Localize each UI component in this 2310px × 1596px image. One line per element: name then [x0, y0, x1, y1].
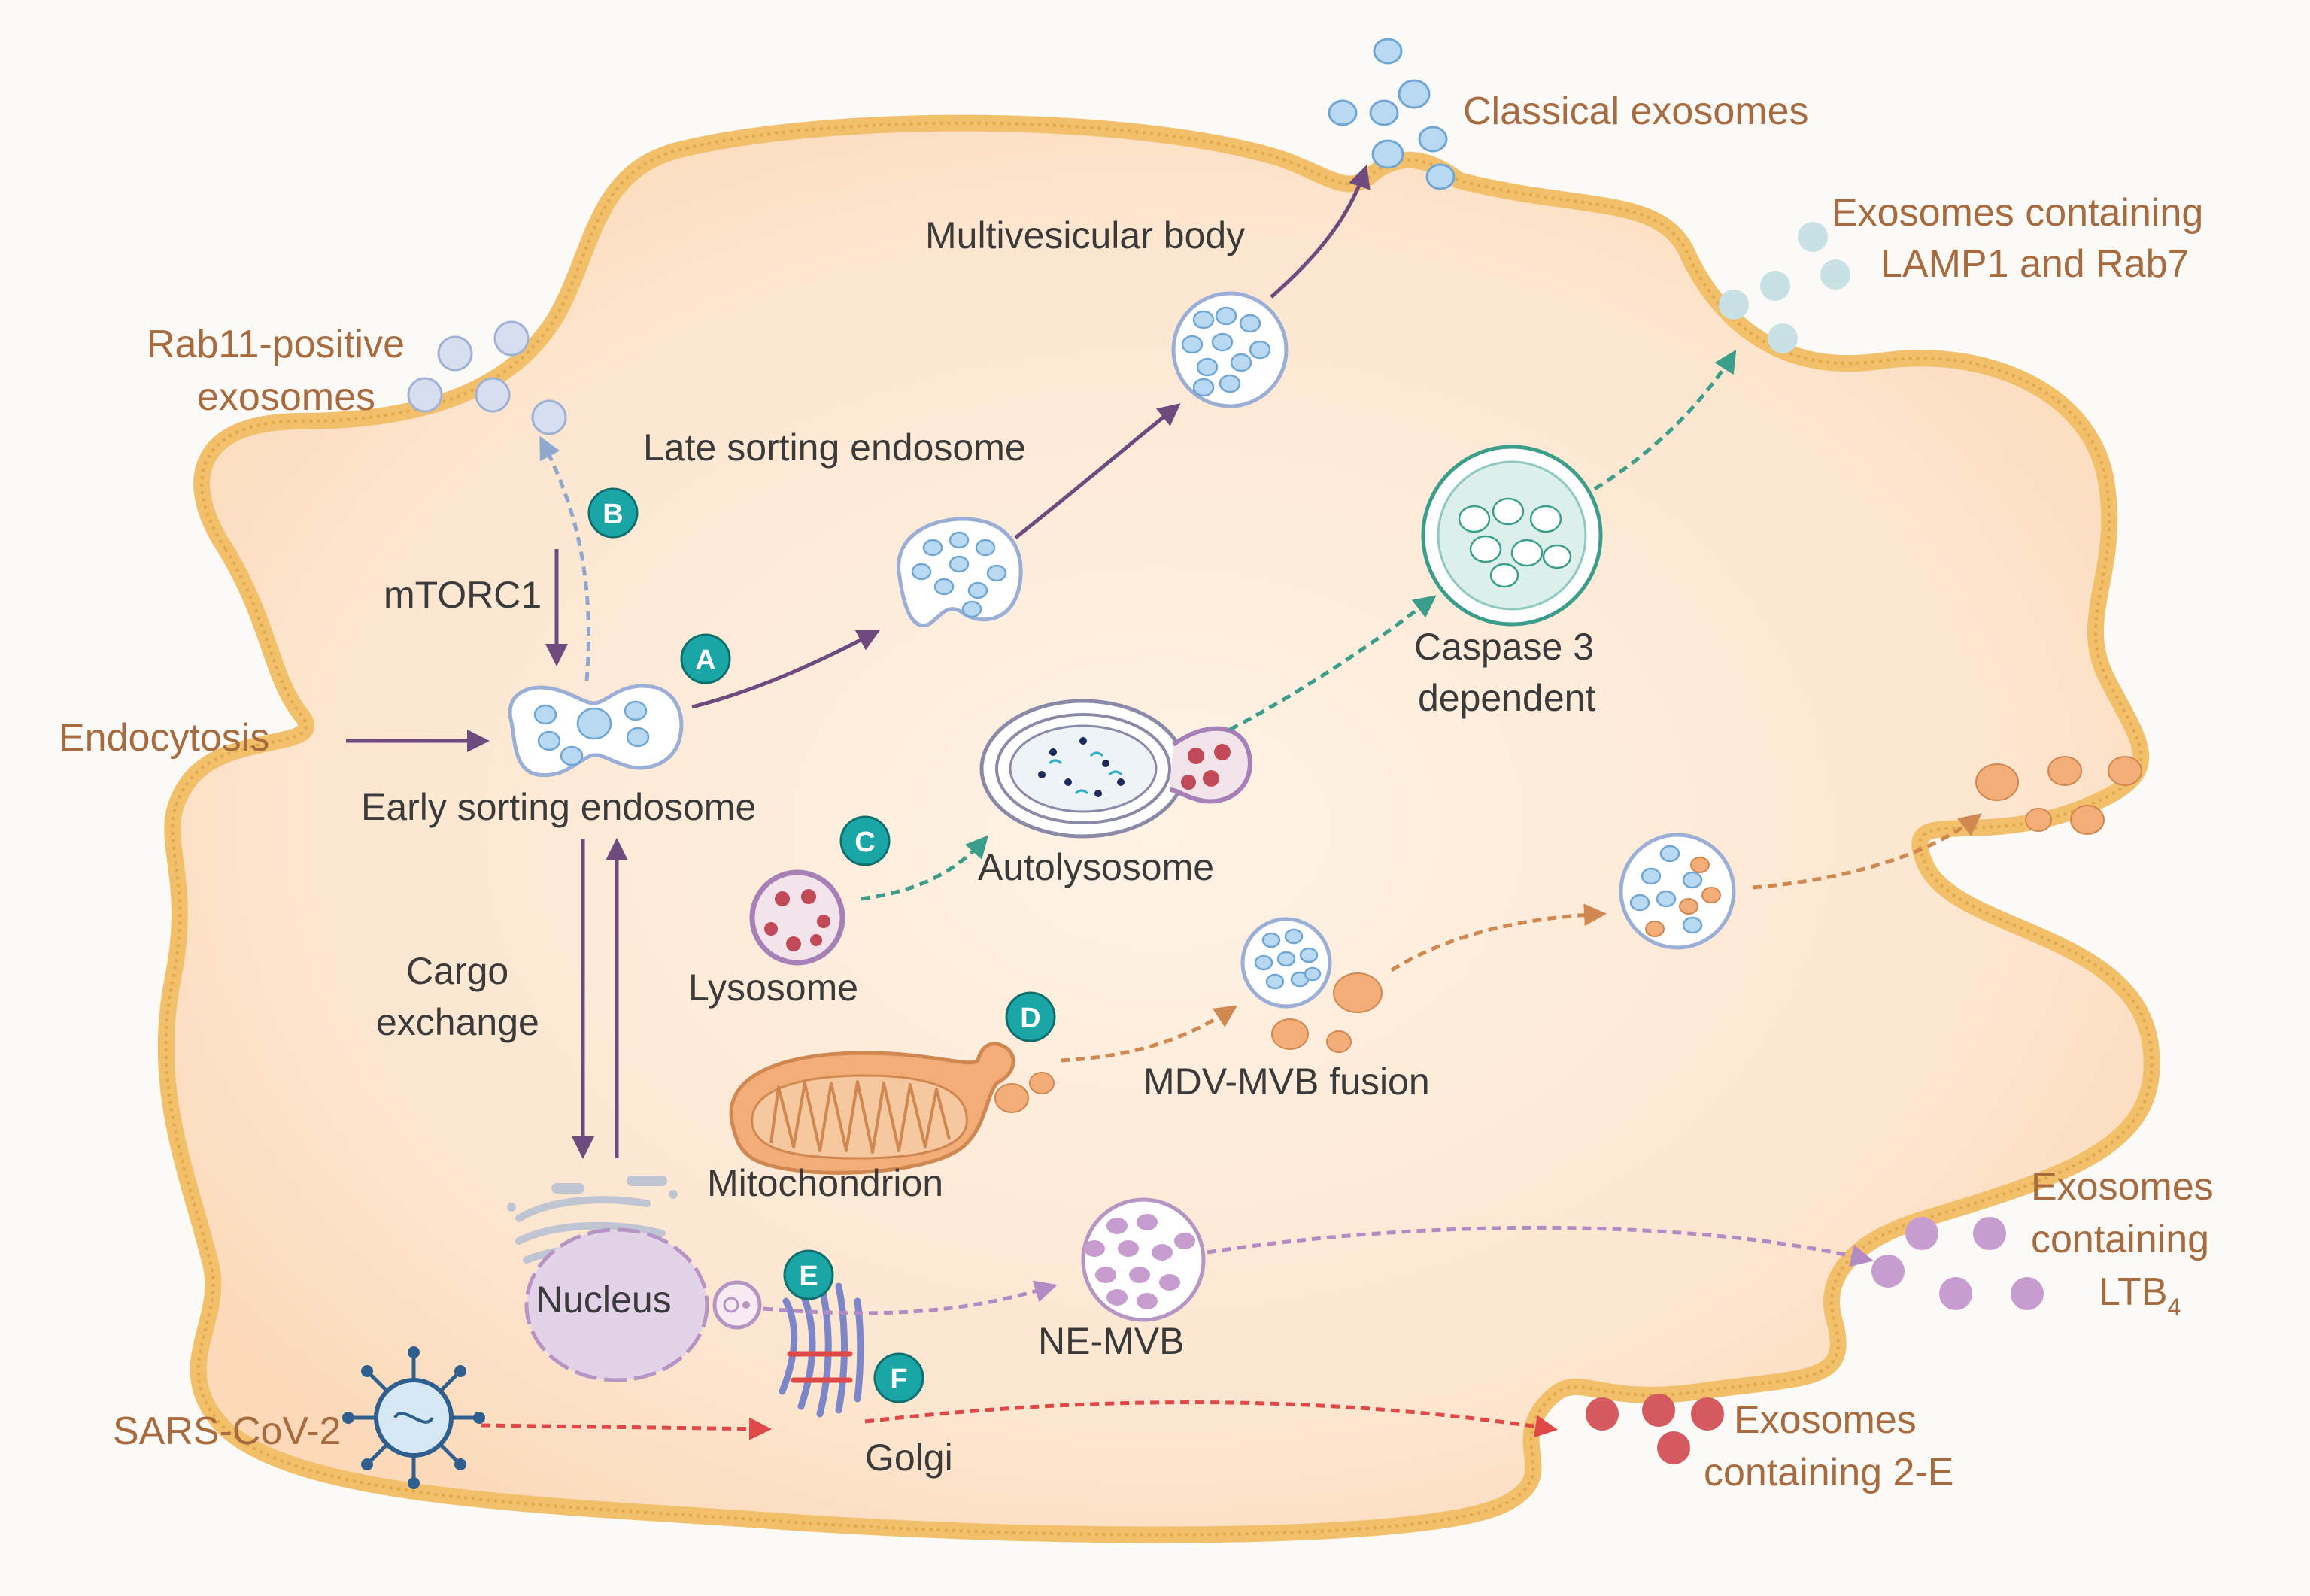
autolysosome-to-caspase-arrow [1228, 595, 1437, 732]
arrows [346, 165, 1982, 1440]
badge-b: B [587, 487, 639, 539]
late-sorting-endosome-label: Late sorting endosome [643, 426, 1026, 469]
nucleus-label: Nucleus [536, 1279, 672, 1321]
nucleus [524, 1227, 709, 1382]
early-sorting-endosome [508, 684, 684, 778]
badge-e: E [783, 1249, 834, 1300]
autolysosome [979, 699, 1252, 839]
early-sorting-endosome-label: Early sorting endosome [361, 786, 756, 828]
lysosome [749, 869, 845, 966]
lamp1-label-line2: LAMP1 and Rab7 [1880, 242, 2190, 286]
mtorc1-label: mTORC1 [384, 574, 542, 616]
cargo-label-line2: exchange [376, 1001, 539, 1043]
twoe-label-line2: containing 2-E [1704, 1451, 1953, 1494]
ltb4-label-ltb: LTB [2099, 1270, 2168, 1314]
cargo-label-line1: Cargo [406, 950, 508, 992]
badge-c: C [839, 815, 891, 866]
caspase-label-line2: dependent [1418, 677, 1595, 719]
badge-a: A [680, 633, 731, 684]
mdv-to-mvb-arrow [1390, 903, 1607, 972]
mvb-to-exosomes-arrow [1270, 165, 1371, 299]
svg-text:D: D [1020, 1003, 1040, 1034]
svg-text:A: A [695, 645, 715, 676]
caspase-label-line1: Caspase 3 [1414, 626, 1594, 668]
ltb4-label-line2: containing [2031, 1218, 2209, 1261]
svg-text:E: E [799, 1261, 818, 1292]
ltb4-exosomes-cluster [1871, 1217, 2044, 1310]
endocytosis-label: Endocytosis [59, 716, 269, 760]
nuclear-envelope-vesicle [712, 1280, 762, 1330]
mvb-to-orange-exosomes-arrow [1752, 813, 1982, 890]
late-to-mvb-arrow [1014, 403, 1181, 539]
golgi-to-twoe-arrow [864, 1400, 1558, 1438]
virus-to-golgi-arrow [481, 1417, 772, 1440]
mature-mvb-mdv [1619, 833, 1736, 950]
rab11-arrow [539, 435, 590, 681]
ne-mvb-label: NE-MVB [1038, 1320, 1184, 1362]
lamp1-exosomes-cluster [1719, 222, 1850, 353]
svg-text:F: F [890, 1364, 907, 1395]
nemvb-to-ltb4-arrow [1207, 1225, 1874, 1267]
twoe-label-line1: Exosomes [1734, 1398, 1917, 1442]
late-sorting-endosome [897, 517, 1023, 628]
badge-d: D [1005, 991, 1056, 1042]
lysosome-label: Lysosome [688, 966, 858, 1009]
rab11-label-line2: exosomes [197, 375, 375, 419]
mdv-mvb-fusion-label: MDV-MVB fusion [1143, 1060, 1430, 1103]
classical-exosomes-label: Classical exosomes [1463, 90, 1809, 133]
ltb4-label-line1: Exosomes [2031, 1165, 2214, 1209]
rab11-exosomes-cluster [407, 320, 567, 435]
mitochondrion-label: Mitochondrion [707, 1162, 943, 1204]
caspase3-vesicle [1421, 445, 1603, 627]
mitochondrion [729, 1042, 1055, 1175]
lysosome-to-autolysosome-arrow [861, 835, 988, 901]
rab11-label-line1: Rab11-positive [147, 323, 405, 366]
ltb4-label-subscript: 4 [2168, 1294, 2181, 1321]
lamp1-label-line1: Exosomes containing [1832, 191, 2203, 235]
sars-cov-2-virus-icon [342, 1346, 485, 1489]
svg-text:C: C [854, 827, 875, 858]
caspase-to-lamp1-arrow [1593, 349, 1737, 491]
autolysosome-label: Autolysosome [978, 846, 1214, 888]
twoe-exosomes-cluster [1586, 1394, 1724, 1464]
mdv-exosomes-cluster [1975, 756, 2142, 835]
classical-exosomes-cluster [1328, 38, 1456, 190]
early-to-late-arrow [691, 630, 881, 709]
cell-membrane-outline [164, 121, 2154, 1537]
mdv-mvb-fusion [1240, 917, 1383, 1053]
golgi-label: Golgi [865, 1437, 953, 1479]
nucleus-to-nemvb-arrow [763, 1280, 1058, 1315]
ne-mvb [1081, 1197, 1206, 1322]
sars-cov-2-label: SARS-CoV-2 [113, 1409, 341, 1453]
svg-text:B: B [603, 499, 623, 530]
multivesicular-body-label: Multivesicular body [925, 214, 1245, 256]
ltb4-label-line3: LTB4 [2099, 1270, 2181, 1321]
multivesicular-body [1171, 291, 1289, 408]
badge-f: F [873, 1352, 924, 1403]
